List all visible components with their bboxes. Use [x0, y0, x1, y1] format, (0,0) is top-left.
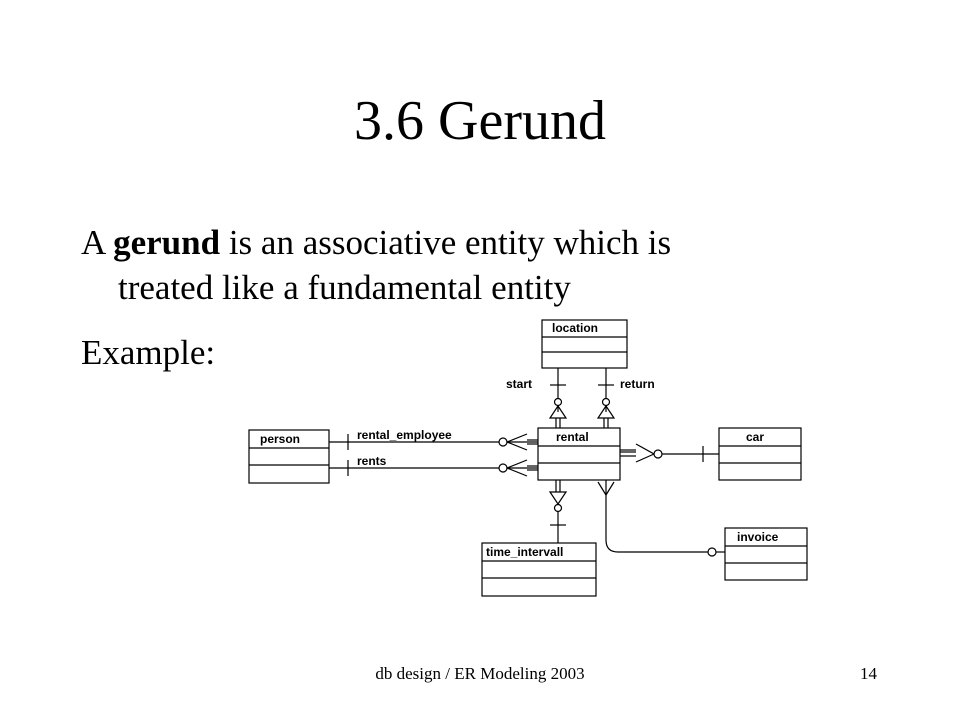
entity-location	[541, 319, 628, 369]
footer-page-number: 14	[860, 664, 877, 683]
entity-label-location: location	[552, 321, 598, 335]
relationship-return	[596, 368, 616, 428]
rel-label-rents: rents	[357, 454, 387, 468]
relationship-rental-time-intervall	[548, 480, 568, 543]
entity-label-invoice: invoice	[737, 530, 779, 544]
entity-rental	[537, 427, 621, 481]
entity-time-intervall	[481, 542, 597, 597]
relationship-rental-invoice	[597, 480, 725, 557]
entity-label-time-intervall: time_intervall	[486, 545, 563, 559]
rel-label-start: start	[506, 377, 532, 391]
definition-pre: A	[81, 223, 114, 262]
example-label: Example:	[81, 333, 216, 372]
rel-label-rental-employee: rental_employee	[357, 428, 452, 442]
definition-paragraph: A gerund is an associative entity which …	[81, 220, 861, 310]
relationship-rental-car	[620, 443, 719, 463]
relationship-rents	[329, 459, 538, 477]
entity-label-car: car	[746, 430, 764, 444]
entity-label-rental: rental	[556, 430, 589, 444]
rel-label-return: return	[620, 377, 655, 391]
definition-term: gerund	[113, 223, 221, 262]
entity-invoice	[724, 527, 808, 581]
slide-title: 3.6 Gerund	[354, 90, 606, 152]
entity-label-person: person	[260, 432, 300, 446]
relationship-rental-employee	[329, 433, 538, 451]
footer-course: db design / ER Modeling 2003	[375, 664, 585, 683]
entity-person	[248, 429, 330, 484]
definition-post: is an associative entity which is	[220, 223, 672, 262]
relationship-start	[548, 368, 568, 428]
definition-line2: treated like a fundamental entity	[118, 268, 571, 307]
